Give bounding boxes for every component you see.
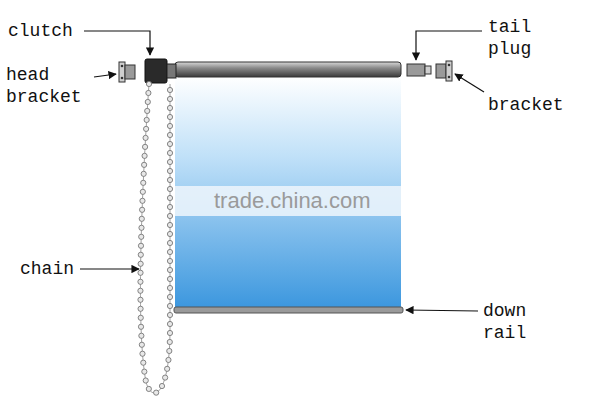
chain-bead bbox=[167, 240, 172, 245]
chain-bead bbox=[138, 261, 143, 266]
chain-bead bbox=[146, 386, 151, 391]
part-label: down rail bbox=[483, 300, 545, 344]
chain-bead bbox=[167, 177, 172, 182]
chain-bead bbox=[145, 99, 150, 104]
chain-bead bbox=[140, 189, 145, 194]
tail-plug-part bbox=[407, 64, 431, 76]
chain-beads bbox=[138, 81, 173, 395]
chain-bead bbox=[139, 234, 144, 239]
chain-bead bbox=[139, 333, 144, 338]
chain-bead bbox=[142, 153, 147, 158]
chain-bead bbox=[138, 288, 143, 293]
clutch-part bbox=[145, 59, 176, 83]
chain-bead bbox=[167, 330, 172, 335]
chain-bead bbox=[167, 258, 172, 263]
chain-bead bbox=[138, 324, 143, 329]
chain-bead bbox=[167, 141, 172, 146]
chain-bead bbox=[138, 297, 143, 302]
chain-bead bbox=[141, 180, 146, 185]
chain-bead bbox=[138, 252, 143, 257]
chain-bead bbox=[139, 225, 144, 230]
chain-bead bbox=[142, 144, 147, 149]
chain-bead bbox=[140, 351, 145, 356]
chain-bead bbox=[167, 249, 172, 254]
chain-bead bbox=[142, 162, 147, 167]
chain-bead bbox=[146, 90, 151, 95]
chain-bead bbox=[167, 339, 172, 344]
chain-bead bbox=[143, 378, 148, 383]
part-label: head bracket bbox=[6, 64, 88, 108]
chain-bead bbox=[167, 348, 172, 353]
roller-tube bbox=[175, 62, 401, 77]
chain-bead bbox=[167, 231, 172, 236]
chain-bead bbox=[140, 198, 145, 203]
chain-bead bbox=[139, 216, 144, 221]
chain-bead bbox=[141, 360, 146, 365]
chain-bead bbox=[167, 87, 172, 92]
part-label: clutch bbox=[8, 20, 88, 42]
chain-bead bbox=[167, 159, 172, 164]
chain-bead bbox=[167, 312, 172, 317]
chain-bead bbox=[167, 123, 172, 128]
chain-bead bbox=[138, 270, 143, 275]
chain-bead bbox=[145, 108, 150, 113]
chain-bead bbox=[138, 243, 143, 248]
chain-bead bbox=[167, 105, 172, 110]
head-bracket-part bbox=[119, 62, 135, 82]
chain-bead bbox=[138, 315, 143, 320]
chain-bead bbox=[167, 267, 172, 272]
blind-fabric bbox=[175, 76, 401, 310]
chain-bead bbox=[167, 96, 172, 101]
tail-bracket-part bbox=[436, 61, 452, 81]
leader-lines bbox=[80, 31, 484, 311]
chain-bead bbox=[167, 150, 172, 155]
chain-bead bbox=[167, 168, 172, 173]
chain-bead bbox=[167, 276, 172, 281]
chain-loop bbox=[140, 84, 170, 393]
chain-bead bbox=[167, 132, 172, 137]
chain-bead bbox=[167, 222, 172, 227]
chain-bead bbox=[167, 303, 172, 308]
chain-bead bbox=[138, 279, 143, 284]
chain-bead bbox=[167, 285, 172, 290]
chain-bead bbox=[141, 171, 146, 176]
part-label: tail plug bbox=[488, 16, 550, 60]
down-rail-bar bbox=[174, 307, 403, 313]
watermark-band bbox=[175, 186, 401, 216]
chain-bead bbox=[163, 375, 168, 380]
chain-bead bbox=[167, 321, 172, 326]
chain-bead bbox=[146, 81, 151, 86]
chain-bead bbox=[144, 117, 149, 122]
chain-bead bbox=[167, 195, 172, 200]
chain-bead bbox=[154, 390, 159, 395]
chain-bead bbox=[167, 114, 172, 119]
chain-bead bbox=[166, 357, 171, 362]
watermark: trade.china.com bbox=[214, 188, 371, 214]
chain-bead bbox=[142, 369, 147, 374]
chain-bead bbox=[159, 383, 164, 388]
chain-bead bbox=[165, 366, 170, 371]
chain-bead bbox=[139, 342, 144, 347]
chain-bead bbox=[167, 213, 172, 218]
chain-bead bbox=[143, 135, 148, 140]
part-label: chain bbox=[20, 258, 80, 280]
part-label: bracket bbox=[488, 94, 588, 116]
chain-bead bbox=[140, 207, 145, 212]
chain-bead bbox=[167, 294, 172, 299]
chain-bead bbox=[138, 306, 143, 311]
chain-bead bbox=[167, 186, 172, 191]
chain-bead bbox=[167, 204, 172, 209]
chain-bead bbox=[144, 126, 149, 131]
